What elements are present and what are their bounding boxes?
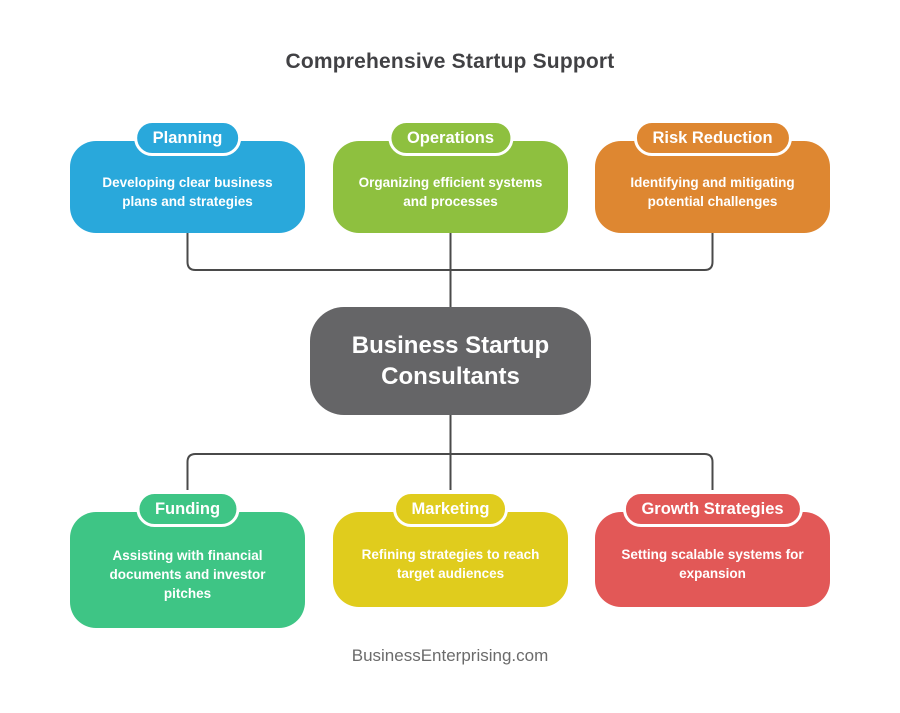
node-risk-reduction-label: Risk Reduction [652, 128, 773, 147]
node-planning-description: Developing clear business plans and stra… [102, 174, 273, 209]
node-center-business-startup-consultants: Business Startup Consultants [310, 307, 591, 415]
node-funding-pill: Funding [135, 491, 240, 527]
node-operations-description: Organizing efficient systems and process… [358, 174, 543, 209]
node-marketing-description: Refining strategies to reach target audi… [361, 547, 540, 581]
node-operations-label: Operations [406, 128, 495, 147]
node-growth-strategies-body: Setting scalable systems for expansion [595, 512, 830, 607]
node-marketing-pill: Marketing [392, 491, 509, 527]
node-growth-strategies-description: Setting scalable systems for expansion [621, 547, 804, 581]
node-risk-reduction: Risk Reduction Identifying and mitigatin… [595, 120, 830, 233]
node-growth-strategies-pill: Growth Strategies [622, 491, 803, 527]
node-funding-label: Funding [154, 499, 221, 518]
node-risk-reduction-description: Identifying and mitigating potential cha… [630, 174, 795, 209]
node-operations-pill: Operations [387, 120, 514, 156]
center-node-label: Business Startup Consultants [351, 331, 550, 390]
node-operations: Operations Organizing efficient systems … [333, 120, 568, 233]
node-planning: Planning Developing clear business plans… [70, 120, 305, 233]
node-funding-body: Assisting with financial documents and i… [70, 512, 305, 628]
footer-watermark: BusinessEnterprising.com [351, 646, 549, 665]
node-growth-strategies: Growth Strategies Setting scalable syste… [595, 491, 830, 607]
node-risk-reduction-pill: Risk Reduction [633, 120, 792, 156]
node-planning-body: Developing clear business plans and stra… [70, 141, 305, 233]
node-risk-reduction-body: Identifying and mitigating potential cha… [595, 141, 830, 233]
node-marketing: Marketing Refining strategies to reach t… [333, 491, 568, 607]
node-marketing-label: Marketing [411, 499, 490, 518]
node-growth-strategies-label: Growth Strategies [641, 499, 784, 518]
bottom-branch-connector [186, 453, 714, 490]
node-planning-pill: Planning [133, 120, 242, 156]
node-funding: Funding Assisting with financial documen… [70, 491, 305, 628]
node-operations-body: Organizing efficient systems and process… [333, 141, 568, 233]
node-marketing-body: Refining strategies to reach target audi… [333, 512, 568, 607]
node-planning-label: Planning [152, 128, 223, 147]
diagram-title: Comprehensive Startup Support [285, 50, 615, 73]
node-funding-description: Assisting with financial documents and i… [109, 548, 266, 601]
